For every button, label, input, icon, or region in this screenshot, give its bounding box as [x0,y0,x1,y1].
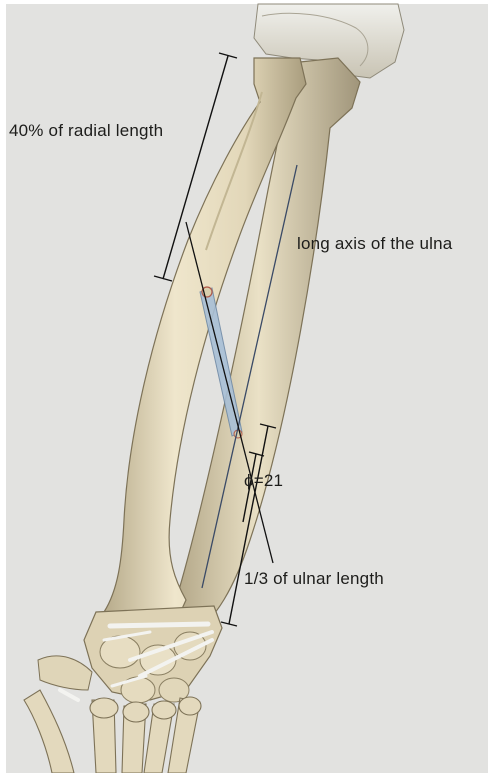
ulna-axis-label: long axis of the ulna [297,234,452,254]
angle-label: ϕ=21 [244,471,283,491]
carpal-bones [38,606,222,703]
radial-length-label: 40% of radial length [9,121,163,141]
ulnar-length-label: 1/3 of ulnar length [244,569,384,589]
